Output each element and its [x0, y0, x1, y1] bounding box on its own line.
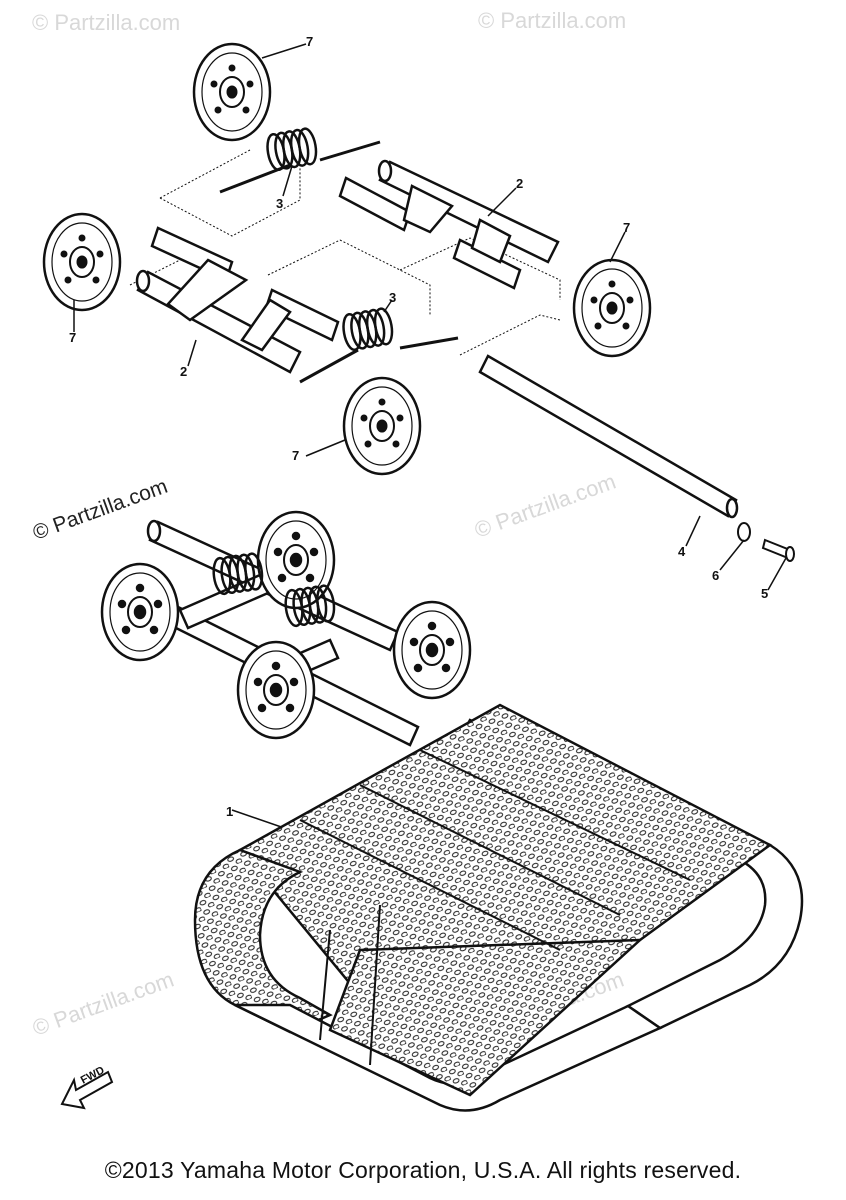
callout-7: 7	[306, 34, 313, 49]
callout-7: 7	[623, 220, 630, 235]
copyright-notice: ©2013 Yamaha Motor Corporation, U.S.A. A…	[104, 1157, 742, 1183]
callout-3: 3	[389, 290, 396, 305]
callout-5: 5	[761, 586, 768, 601]
drive-track	[193, 703, 804, 1112]
washer	[737, 522, 751, 542]
callout-7: 7	[292, 448, 299, 463]
torsion-spring	[339, 306, 396, 353]
spring-arm	[219, 163, 291, 194]
leader-lines	[73, 43, 787, 831]
spring-arm	[399, 336, 459, 350]
callout-2: 2	[180, 364, 187, 379]
callout-2: 2	[516, 176, 523, 191]
assembled-suspension	[100, 510, 472, 747]
idler-wheel	[572, 258, 652, 358]
axle-shaft	[135, 159, 560, 374]
spring-arm	[299, 348, 359, 384]
watermark-text: © Partzilla.com	[29, 967, 177, 1041]
idler-wheel	[192, 42, 272, 142]
torsion-spring	[263, 126, 320, 173]
callout-7: 7	[69, 330, 76, 345]
spring-arm	[319, 140, 381, 162]
callout-4: 4	[678, 544, 686, 559]
front-direction-arrow: FWD	[60, 1064, 114, 1110]
watermark-text: © Partzilla.com	[471, 469, 619, 543]
callout-3: 3	[276, 196, 283, 211]
long-shaft	[478, 354, 739, 519]
exploded-suspension	[42, 42, 795, 562]
idler-wheel	[42, 212, 122, 312]
watermark-text: © Partzilla.com	[32, 10, 180, 35]
watermark-text: © Partzilla.com	[478, 8, 626, 33]
idler-wheel	[342, 376, 422, 476]
callout-6: 6	[712, 568, 719, 583]
bolt	[761, 538, 795, 562]
callout-1: 1	[226, 804, 233, 819]
